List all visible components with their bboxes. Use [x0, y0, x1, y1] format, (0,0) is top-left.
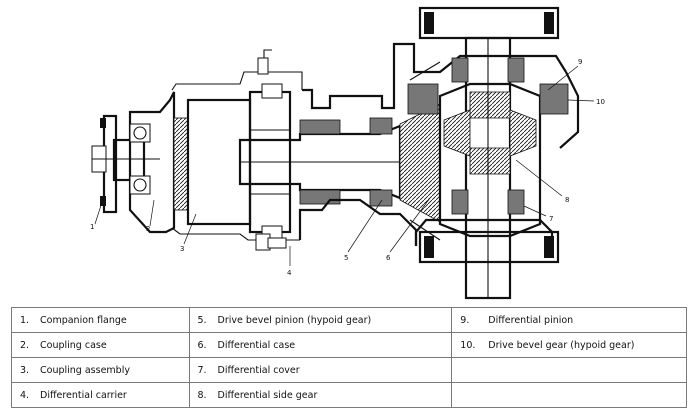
legend-row: 1.Companion flange 5.Drive bevel pinion …	[11, 307, 687, 333]
legend-label-differential-side-gear: Differential side gear	[217, 389, 318, 401]
legend-cell: 10.Drive bevel gear (hypoid gear)	[451, 332, 687, 358]
legend-label-differential-case: Differential case	[217, 339, 296, 351]
legend-row: 2.Coupling case 6.Differential case 10.D…	[11, 332, 687, 358]
pinion-shaft-drawing	[238, 117, 410, 207]
callout-9: 9	[578, 58, 582, 66]
legend-label-differential-carrier: Differential carrier	[40, 389, 127, 401]
callout-10: 10	[596, 98, 605, 106]
rear-differential-cutaway-diagram: 1 2 3 4 5 6 7 8 9 10	[90, 6, 605, 300]
legend-cell: 3.Coupling assembly	[11, 357, 190, 383]
legend-label-coupling-case: Coupling case	[40, 339, 107, 351]
leader-lines	[94, 65, 595, 266]
callout-2: 2	[146, 225, 150, 233]
legend-row: 4.Differential carrier 8.Differential si…	[11, 382, 687, 408]
legend-row: 3.Coupling assembly 7.Differential cover	[11, 357, 687, 383]
legend-cell: 2.Coupling case	[11, 332, 190, 358]
legend-label-drive-bevel-pinion: Drive bevel pinion (hypoid gear)	[217, 314, 372, 326]
legend-cell-empty	[451, 357, 687, 383]
legend-cell: 1.Companion flange	[11, 307, 190, 333]
callout-8: 8	[565, 196, 569, 204]
callout-7: 7	[549, 215, 553, 223]
legend-cell: 5.Drive bevel pinion (hypoid gear)	[188, 307, 453, 333]
differential-assembly-drawing	[407, 6, 580, 300]
legend-cell: 8.Differential side gear	[188, 382, 453, 408]
legend-cell-empty	[451, 382, 687, 408]
legend-label-differential-cover: Differential cover	[217, 364, 300, 376]
callout-4: 4	[287, 269, 292, 277]
callout-5: 5	[344, 254, 348, 262]
coupling-case-drawing	[128, 71, 303, 241]
legend-label-companion-flange: Companion flange	[40, 314, 127, 326]
legend-cell: 6.Differential case	[188, 332, 453, 358]
legend-label-differential-pinion: Differential pinion	[488, 314, 574, 326]
legend-label-drive-bevel-gear: Drive bevel gear (hypoid gear)	[488, 339, 635, 351]
legend-cell: 4.Differential carrier	[11, 382, 190, 408]
drive-bevel-pinion-drawing	[399, 103, 441, 223]
parts-legend-table: 1.Companion flange 5.Drive bevel pinion …	[11, 307, 687, 408]
callout-6: 6	[386, 254, 391, 262]
legend-cell: 9.Differential pinion	[451, 307, 687, 333]
callout-3: 3	[180, 245, 184, 253]
legend-label-coupling-assembly: Coupling assembly	[40, 364, 130, 376]
legend-cell: 7.Differential cover	[188, 357, 453, 383]
callout-1: 1	[90, 223, 94, 231]
